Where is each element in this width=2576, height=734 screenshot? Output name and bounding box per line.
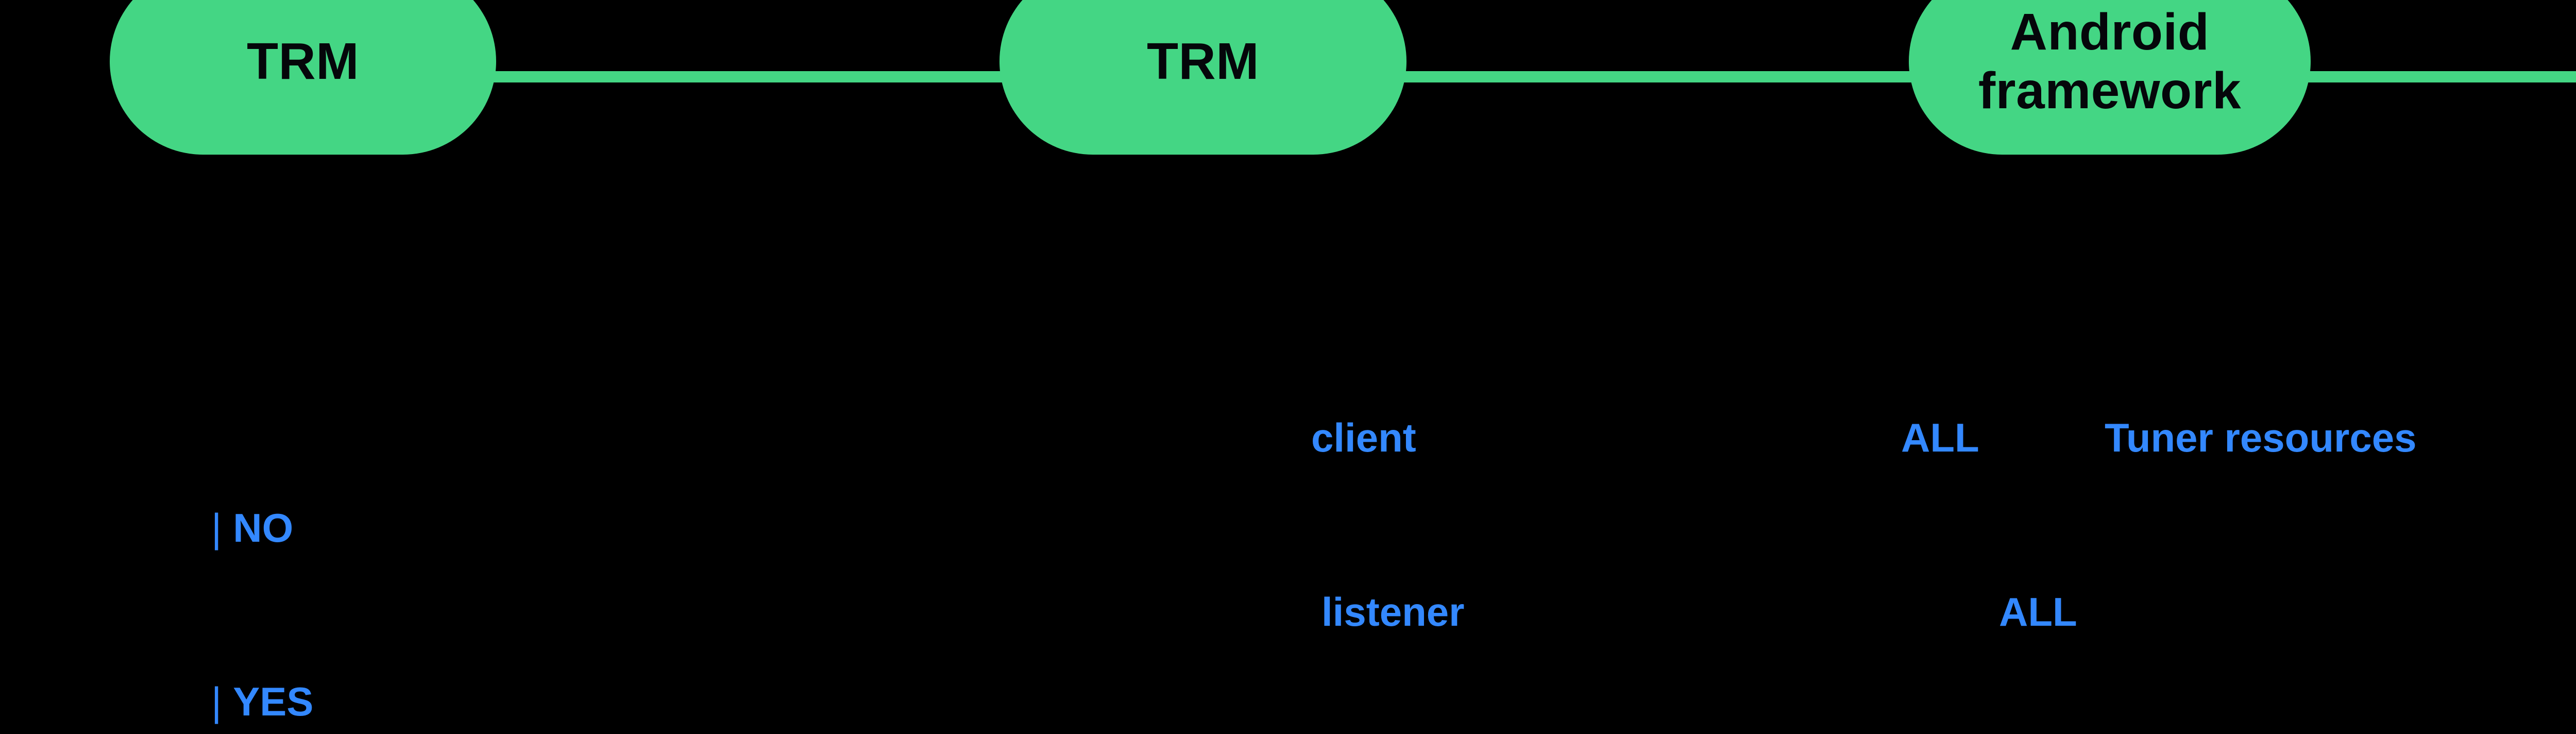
label-client: client bbox=[1311, 415, 1416, 460]
label-branch-no: |NO bbox=[211, 508, 293, 548]
label-all-bottom: ALL bbox=[1999, 589, 2077, 635]
connector-android-framework-to-trm3 bbox=[2307, 71, 2576, 82]
participant-node-trm-2[interactable]: TRM bbox=[999, 0, 1406, 155]
label-branch-yes: |YES bbox=[211, 681, 313, 722]
label-listener: listener bbox=[1321, 589, 1465, 635]
connector-trm2-to-android-framework bbox=[1402, 71, 1913, 82]
branch-bar-icon: | bbox=[211, 505, 222, 550]
branch-bar-icon: | bbox=[211, 679, 222, 724]
label-branch-no-text: NO bbox=[233, 505, 294, 550]
participant-node-android-framework[interactable]: Android framework bbox=[1909, 0, 2311, 155]
label-all-top: ALL bbox=[1901, 415, 1979, 460]
participant-node-trm-1[interactable]: TRM bbox=[110, 0, 496, 155]
label-tuner-resources: Tuner resources bbox=[2105, 415, 2417, 460]
connector-trm1-to-trm2 bbox=[492, 71, 1005, 82]
label-branch-yes-text: YES bbox=[233, 679, 314, 724]
